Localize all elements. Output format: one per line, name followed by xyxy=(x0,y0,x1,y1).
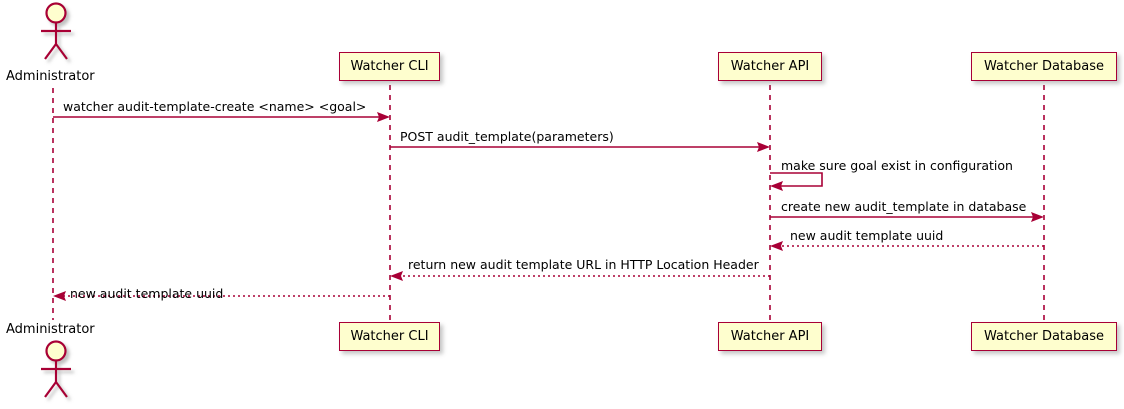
message-label-2: POST audit_template(parameters) xyxy=(400,129,614,144)
actor-head-icon xyxy=(45,340,67,362)
message-arrow-4 xyxy=(770,212,1044,222)
actor-administrator-bottom xyxy=(41,340,71,398)
actor-leg-left xyxy=(44,381,57,398)
participant-label-watcher-api: Watcher API xyxy=(730,329,810,344)
participant-box-watcher-database-bottom[interactable]: Watcher Database xyxy=(971,322,1117,351)
participant-box-watcher-cli-bottom[interactable]: Watcher CLI xyxy=(339,322,440,351)
message-label-6: return new audit template URL in HTTP Lo… xyxy=(408,257,759,272)
message-label-7: new audit template uuid xyxy=(70,286,224,301)
message-arrow-1 xyxy=(53,112,390,122)
participant-label-watcher-database: Watcher Database xyxy=(984,59,1104,74)
actor-label-administrator-bottom: Administrator xyxy=(6,322,95,337)
message-label-4: create new audit_template in database xyxy=(781,199,1027,214)
actor-label-administrator-top: Administrator xyxy=(6,69,95,84)
actor-administrator-top xyxy=(41,2,71,60)
participant-box-watcher-database-top[interactable]: Watcher Database xyxy=(971,52,1117,81)
actor-leg-left xyxy=(44,43,57,60)
message-arrow-7 xyxy=(53,291,390,301)
message-arrow-3-self xyxy=(770,172,823,191)
message-label-1: watcher audit-template-create <name> <go… xyxy=(63,99,367,114)
actor-leg-right xyxy=(55,43,68,60)
message-arrow-5 xyxy=(770,241,1044,251)
participant-label-watcher-database: Watcher Database xyxy=(984,329,1104,344)
actor-head-icon xyxy=(45,2,67,24)
message-arrow-6 xyxy=(390,271,770,281)
participant-label-watcher-api: Watcher API xyxy=(730,59,810,74)
participant-label-watcher-cli: Watcher CLI xyxy=(350,59,429,74)
participant-label-watcher-cli: Watcher CLI xyxy=(350,329,429,344)
participant-box-watcher-api-top[interactable]: Watcher API xyxy=(718,52,822,81)
lifelines xyxy=(52,85,1045,322)
actor-leg-right xyxy=(55,381,68,398)
message-label-5: new audit template uuid xyxy=(790,228,944,243)
participant-box-watcher-api-bottom[interactable]: Watcher API xyxy=(718,322,822,351)
message-label-3: make sure goal exist in configuration xyxy=(781,158,1013,173)
participant-box-watcher-cli-top[interactable]: Watcher CLI xyxy=(339,52,440,81)
message-arrow-2 xyxy=(390,142,770,152)
